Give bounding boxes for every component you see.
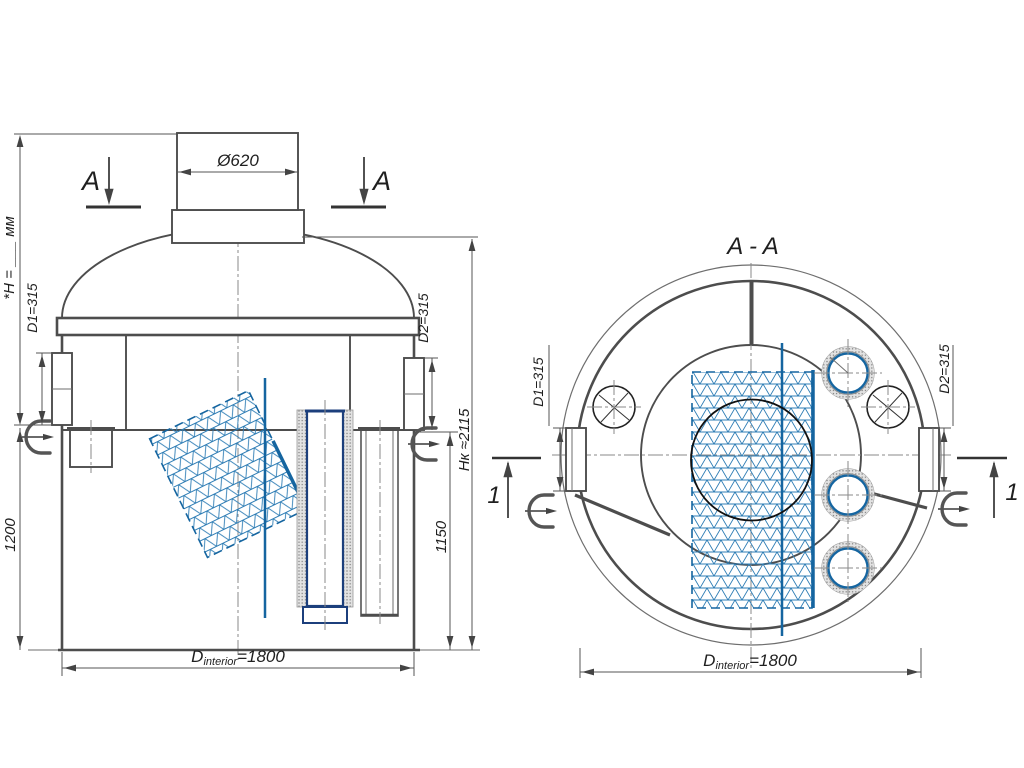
dim-1200-label: 1200 bbox=[2, 518, 19, 552]
d2-label: D2=315 bbox=[936, 344, 952, 394]
filter-cartridge-column bbox=[296, 400, 354, 630]
dim-outlet-invert-1150: 1150 bbox=[418, 431, 458, 650]
manhole-left bbox=[586, 379, 642, 435]
outlet-nozzle-d2 bbox=[403, 357, 425, 431]
cut-1-label: 1 bbox=[487, 482, 500, 509]
inlet-dip-box bbox=[67, 420, 115, 473]
inlet-flow-icon bbox=[523, 493, 559, 529]
section-a-label: A bbox=[80, 166, 100, 196]
d2-label: D2=315 bbox=[415, 293, 431, 343]
hk-label: Hк ≈2115 bbox=[456, 408, 473, 471]
section-cut-marker-a-right: A bbox=[331, 157, 391, 209]
dim-inlet-invert-1200: 1200 bbox=[2, 428, 24, 650]
dim-1150-label: 1150 bbox=[433, 520, 450, 553]
section-cut-marker-a-left: A bbox=[80, 157, 141, 209]
neck-collar bbox=[171, 209, 305, 244]
inlet-nozzle-d1-plan bbox=[565, 427, 587, 492]
dim-total-height-hk: Hк ≈2115 bbox=[302, 236, 478, 650]
outlet-nozzle-d2-plan bbox=[918, 427, 940, 492]
inlet-nozzle-d1 bbox=[51, 352, 73, 426]
inlet-flow-icon bbox=[20, 419, 56, 455]
filter-cartridge-2 bbox=[814, 461, 882, 529]
neck-projection-circle bbox=[690, 398, 813, 522]
dim-inner-diameter-section-view: Dinterior=1800 bbox=[579, 648, 922, 678]
left-view-elevation: Ø620 A A bbox=[1, 132, 480, 676]
flange-band bbox=[55, 316, 421, 337]
dim-outlet-d2-plan: D2=315 bbox=[936, 344, 954, 492]
coalescer-mesh-module-plan bbox=[691, 343, 815, 636]
filter-cartridge-3 bbox=[814, 534, 882, 602]
section-cut-marker-1-right: 1 bbox=[957, 456, 1019, 518]
d-interior-label: Dinterior=1800 bbox=[191, 647, 285, 668]
cut-1-label: 1 bbox=[1005, 479, 1018, 506]
cartridge-connector bbox=[829, 356, 849, 374]
d1-label: D1=315 bbox=[530, 357, 546, 407]
dim-top-nozzle-diameter: Ø620 bbox=[177, 151, 299, 176]
d1-label: D1=315 bbox=[24, 283, 40, 333]
dim-inlet-d1: D1=315 bbox=[24, 283, 52, 425]
height-note-label: *H = ___ мм bbox=[1, 216, 18, 300]
section-title: A - A bbox=[725, 233, 779, 260]
left-baffle bbox=[574, 493, 671, 537]
dim-inner-diameter-left-view: Dinterior=1800 bbox=[61, 647, 415, 676]
section-view-a-a: A - A bbox=[487, 233, 1019, 678]
dim-inlet-d1-plan: D1=315 bbox=[530, 345, 566, 492]
section-cut-marker-1-left: 1 bbox=[487, 456, 541, 518]
outlet-flow-icon bbox=[936, 491, 972, 527]
coalescer-mesh-module bbox=[148, 389, 308, 559]
d-interior-label: Dinterior=1800 bbox=[703, 651, 797, 672]
dim-outlet-d2: D2=315 bbox=[415, 293, 438, 430]
dim-label-phi620: Ø620 bbox=[216, 151, 259, 170]
outlet-riser-column bbox=[358, 420, 400, 624]
section-a-label: A bbox=[371, 166, 391, 196]
dim-variable-height: *H = ___ мм bbox=[1, 135, 52, 426]
